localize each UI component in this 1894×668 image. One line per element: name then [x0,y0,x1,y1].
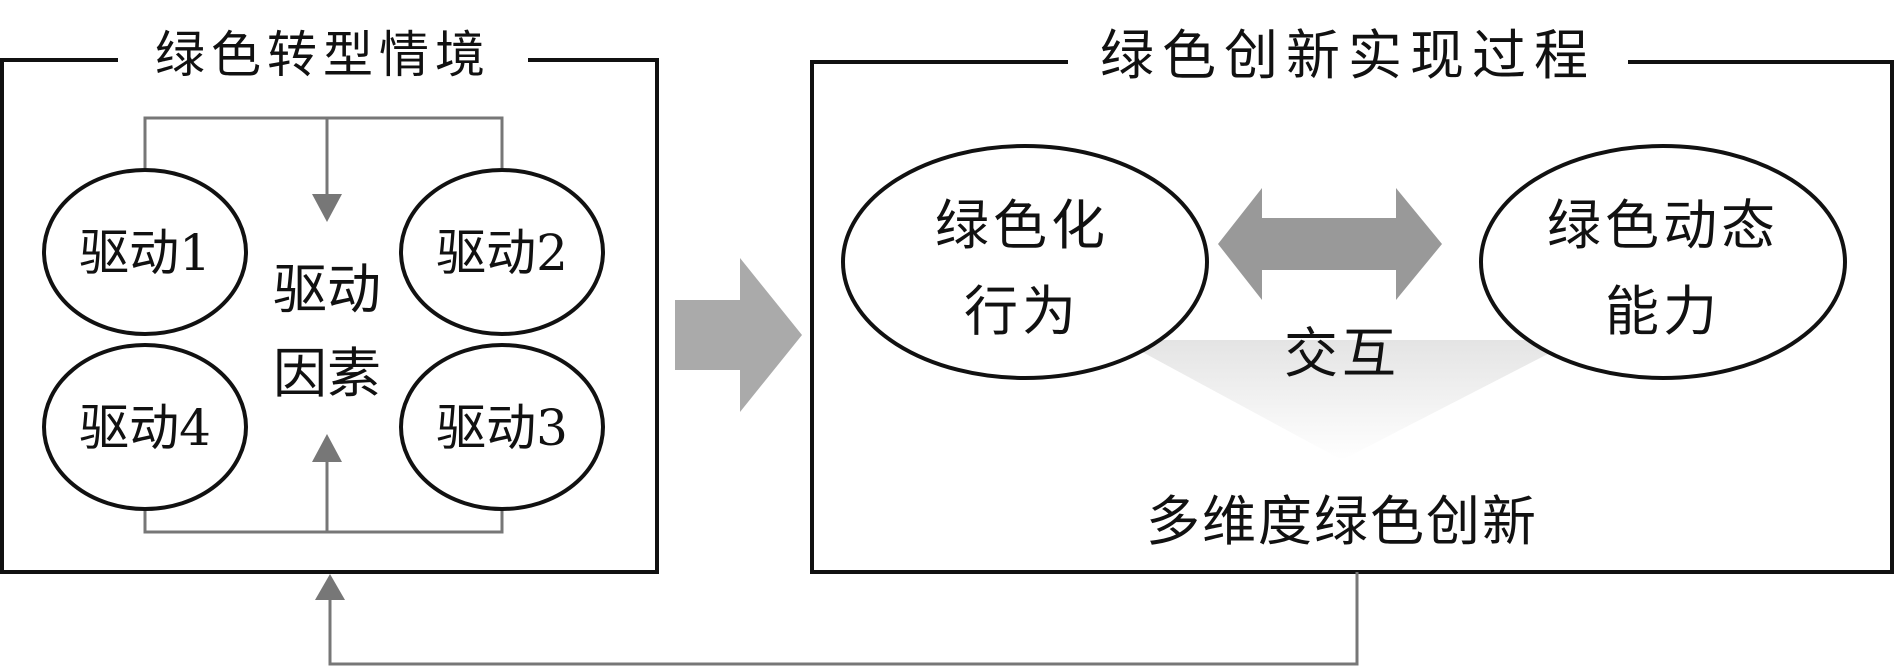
driver-4-label: 驱动4 [79,399,211,457]
interaction-double-arrow [1218,188,1442,300]
arrow-down-head [312,194,342,222]
driver-1-ellipse [42,168,248,336]
feedback-line [328,572,1359,666]
arrow-up-head [312,434,342,462]
node-green-behavior-line1: 绿色化 [935,194,1109,257]
driver-2-ellipse [399,168,605,336]
convergence-funnel [1120,340,1575,460]
driver-connectors [143,116,504,534]
driver-1-label: 驱动1 [79,224,211,282]
left-panel: 绿色转型情境 驱动1 驱动2 驱动4 驱动3 驱动 因素 [0,26,659,574]
output-label: 多维度绿色创新 [1146,490,1538,553]
node-dynamic-capability-line2: 能力 [1605,280,1721,343]
left-panel-frame [0,58,659,574]
right-panel-frame [810,60,1894,574]
feedback-arrow-head [315,574,345,600]
driver-4-ellipse [42,343,248,511]
center-label-line1: 驱动 [273,258,381,321]
node-dynamic-capability-line1: 绿色动态 [1547,194,1779,257]
big-right-arrow [675,258,802,412]
right-panel: 绿色创新实现过程 绿色化 行为 绿色动态 能力 交互 多维度绿色创新 [810,24,1894,574]
interaction-label: 交互 [1284,322,1400,385]
center-label-line2: 因素 [273,342,381,405]
driver-2-label: 驱动2 [436,224,568,282]
node-green-behavior-line2: 行为 [964,280,1080,343]
right-panel-title: 绿色创新实现过程 [1100,24,1596,87]
node-green-behavior-ellipse [841,144,1209,380]
node-dynamic-capability-ellipse [1479,144,1847,380]
driver-3-ellipse [399,343,605,511]
left-panel-title: 绿色转型情境 [155,26,491,84]
driver-3-label: 驱动3 [436,399,568,457]
